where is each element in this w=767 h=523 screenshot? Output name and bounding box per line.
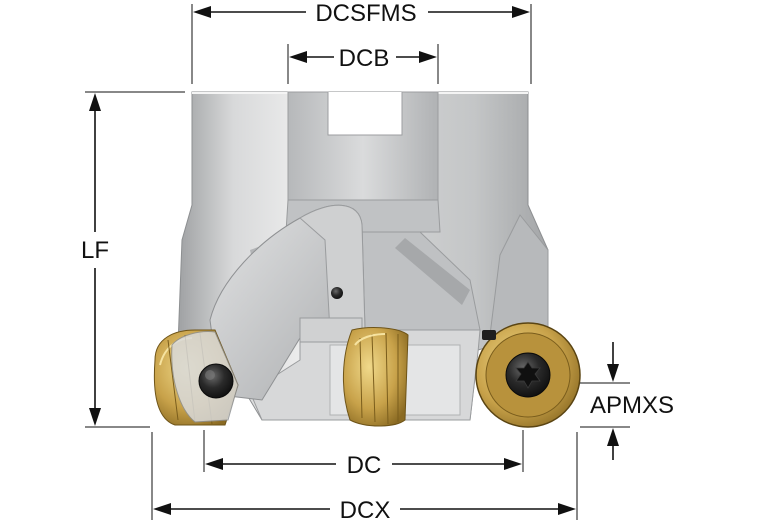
dc-label: DC <box>347 452 382 479</box>
center-insert-icon <box>343 327 409 427</box>
left-screw-icon <box>198 363 234 399</box>
right-insert-icon <box>475 322 581 428</box>
apmxs-label: APMXS <box>590 392 674 419</box>
dcb-label: DCB <box>339 45 390 72</box>
lf-label: LF <box>81 237 109 264</box>
dcsfms-label: DCSFMS <box>315 0 416 27</box>
dim-dcsfms: DCSFMS <box>193 0 530 27</box>
dim-lf: LF <box>81 93 109 426</box>
wedge-screw-icon <box>331 287 343 299</box>
dcx-label: DCX <box>340 497 391 523</box>
dim-dcb: DCB <box>289 45 437 72</box>
right-clamp-icon <box>482 330 496 340</box>
dim-dcx: DCX <box>153 497 576 523</box>
dim-apmxs: APMXS <box>590 342 674 460</box>
dim-dc: DC <box>205 452 522 479</box>
